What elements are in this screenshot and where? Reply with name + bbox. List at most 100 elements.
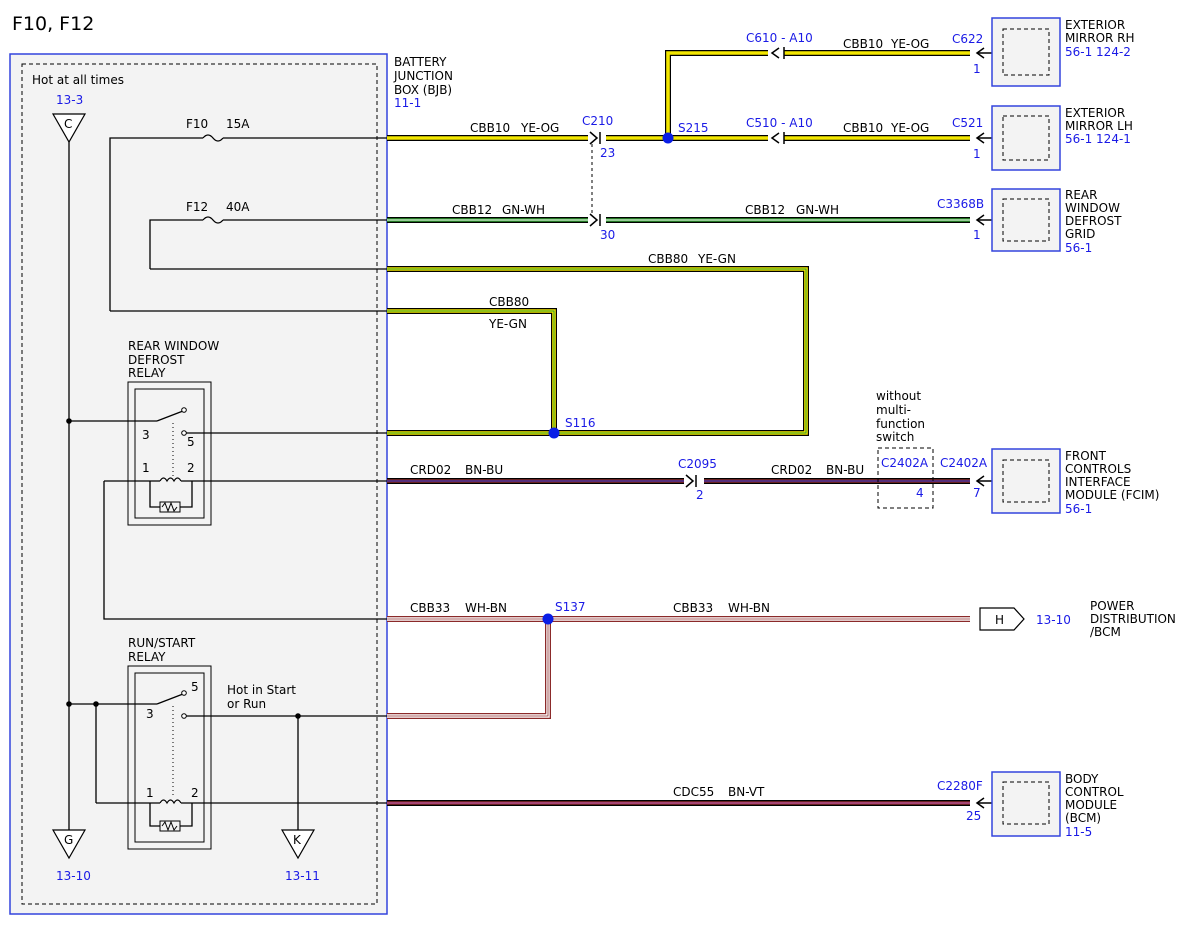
- crd02-2-circuit: CRD02: [771, 463, 812, 477]
- svg-text:1: 1: [146, 786, 154, 800]
- fuse-f10: F10 15A: [109, 117, 387, 311]
- splice-s215: [662, 132, 674, 144]
- svg-text:FRONT: FRONT: [1065, 449, 1107, 463]
- splice-s137: [542, 613, 554, 625]
- terminal-g-ref: 13-10: [56, 869, 91, 883]
- svg-text:MODULE: MODULE: [1065, 798, 1117, 812]
- svg-text:C510 - A10: C510 - A10: [746, 116, 813, 130]
- svg-text:GRID: GRID: [1065, 227, 1095, 241]
- svg-text:CONTROL: CONTROL: [1065, 785, 1124, 799]
- svg-text:function: function: [876, 417, 925, 431]
- component-exterior-mirror-rh: C622 1 EXTERIOR MIRROR RH 56-1 124-2: [952, 17, 1135, 87]
- hot-in-start-label-1: Hot in Start: [227, 683, 296, 697]
- svg-text:multi-: multi-: [876, 403, 911, 417]
- splice-s116-label: S116: [565, 416, 596, 430]
- svg-text:REAR: REAR: [1065, 188, 1097, 202]
- svg-text:1: 1: [142, 461, 150, 475]
- without-mfs-note: without multi- function switch C2402A 4: [876, 389, 934, 509]
- svg-text:RUN/START: RUN/START: [128, 636, 196, 650]
- svg-text:/BCM: /BCM: [1090, 625, 1121, 639]
- cbb33-2-color: WH-BN: [728, 601, 770, 615]
- svg-text:23: 23: [600, 146, 615, 160]
- svg-text:F10: F10: [186, 117, 208, 131]
- svg-text:13-10: 13-10: [1036, 613, 1071, 627]
- svg-text:5: 5: [187, 435, 195, 449]
- svg-text:7: 7: [973, 486, 981, 500]
- terminal-k-ref: 13-11: [285, 869, 320, 883]
- wire-cbb33: [387, 616, 970, 719]
- svg-text:5: 5: [191, 680, 199, 694]
- hot-in-start-label-2: or Run: [227, 697, 266, 711]
- cbb12-1-color: GN-WH: [502, 203, 545, 217]
- svg-text:C521: C521: [952, 116, 983, 130]
- svg-text:EXTERIOR: EXTERIOR: [1065, 18, 1125, 32]
- component-exterior-mirror-lh: C521 1 EXTERIOR MIRROR LH 56-1 124-1: [952, 105, 1133, 171]
- svg-text:C2095: C2095: [678, 457, 717, 471]
- svg-text:(BCM): (BCM): [1065, 811, 1101, 825]
- svg-text:11-5: 11-5: [1065, 825, 1092, 839]
- splice-s215-label: S215: [678, 121, 709, 135]
- splice-s116: [548, 427, 560, 439]
- cdc55-color: BN-VT: [728, 785, 765, 799]
- svg-text:3: 3: [142, 428, 150, 442]
- component-defrost-grid: C3368B 1 REAR WINDOW DEFROST GRID 56-1: [937, 188, 1122, 255]
- svg-text:CONTROLS: CONTROLS: [1065, 462, 1131, 476]
- svg-text:25: 25: [966, 809, 981, 823]
- cbb10-3-color: YE-OG: [890, 37, 929, 51]
- svg-text:BOX (BJB): BOX (BJB): [394, 83, 452, 97]
- svg-text:1: 1: [973, 147, 981, 161]
- svg-text:56-1: 56-1: [1065, 241, 1092, 255]
- cdc55-circuit: CDC55: [673, 785, 714, 799]
- svg-text:56-1: 56-1: [1065, 502, 1092, 516]
- component-bcm: C2280F 25 BODY CONTROL MODULE (BCM) 11-5: [937, 771, 1124, 839]
- cbb80-1-circuit: CBB80: [648, 252, 688, 266]
- svg-text:EXTERIOR: EXTERIOR: [1065, 106, 1125, 120]
- svg-text:DISTRIBUTION: DISTRIBUTION: [1090, 612, 1176, 626]
- svg-text:40A: 40A: [226, 200, 250, 214]
- svg-text:INTERFACE: INTERFACE: [1065, 475, 1131, 489]
- svg-text:C2402A: C2402A: [940, 456, 988, 470]
- hot-at-all-times-label: Hot at all times: [32, 73, 124, 87]
- diagram-title: F10, F12: [12, 13, 94, 35]
- wire-cbb80: [387, 266, 809, 436]
- cbb10-2-circuit: CBB10: [843, 121, 883, 135]
- svg-text:without: without: [876, 389, 921, 403]
- cbb12-2-color: GN-WH: [796, 203, 839, 217]
- svg-text:RELAY: RELAY: [128, 366, 166, 380]
- svg-text:C210: C210: [582, 114, 613, 128]
- svg-text:56-1 124-2: 56-1 124-2: [1065, 45, 1131, 59]
- crd02-1-circuit: CRD02: [410, 463, 451, 477]
- fuse-f12: F12 40A: [149, 200, 387, 269]
- svg-text:H: H: [995, 613, 1004, 627]
- terminal-g-icon: [51, 829, 87, 860]
- svg-text:BATTERY: BATTERY: [394, 55, 447, 69]
- svg-text:WINDOW: WINDOW: [1065, 201, 1120, 215]
- svg-text:POWER: POWER: [1090, 599, 1134, 613]
- svg-text:11-1: 11-1: [394, 96, 421, 110]
- cbb10-2-color: YE-OG: [890, 121, 929, 135]
- terminal-c-icon: [51, 113, 87, 144]
- bjb-inner-dash: [21, 63, 378, 905]
- connector-c2095: C2095 2: [678, 457, 717, 502]
- cbb10-1-circuit: CBB10: [470, 121, 510, 135]
- terminal-c-ref: 13-3: [56, 93, 83, 107]
- svg-text:2: 2: [191, 786, 199, 800]
- cbb10-1-color: YE-OG: [520, 121, 559, 135]
- svg-text:MIRROR LH: MIRROR LH: [1065, 119, 1133, 133]
- crd02-2-color: BN-BU: [826, 463, 864, 477]
- svg-text:2: 2: [696, 488, 704, 502]
- svg-text:C622: C622: [952, 32, 983, 46]
- svg-text:4: 4: [916, 486, 924, 500]
- defrost-relay: REAR WINDOW DEFROST RELAY 3 5 1 2: [69, 339, 387, 526]
- cbb12-2-circuit: CBB12: [745, 203, 785, 217]
- cbb80-1-color: YE-GN: [697, 252, 736, 266]
- component-power-distribution: H 13-10 POWER DISTRIBUTION /BCM: [979, 599, 1176, 639]
- svg-text:1: 1: [973, 62, 981, 76]
- crd02-1-color: BN-BU: [465, 463, 503, 477]
- svg-text:C2280F: C2280F: [937, 779, 983, 793]
- svg-text:15A: 15A: [226, 117, 250, 131]
- svg-text:switch: switch: [876, 430, 914, 444]
- svg-text:2: 2: [187, 461, 195, 475]
- terminal-c-letter: C: [64, 117, 72, 131]
- cbb33-1-color: WH-BN: [465, 601, 507, 615]
